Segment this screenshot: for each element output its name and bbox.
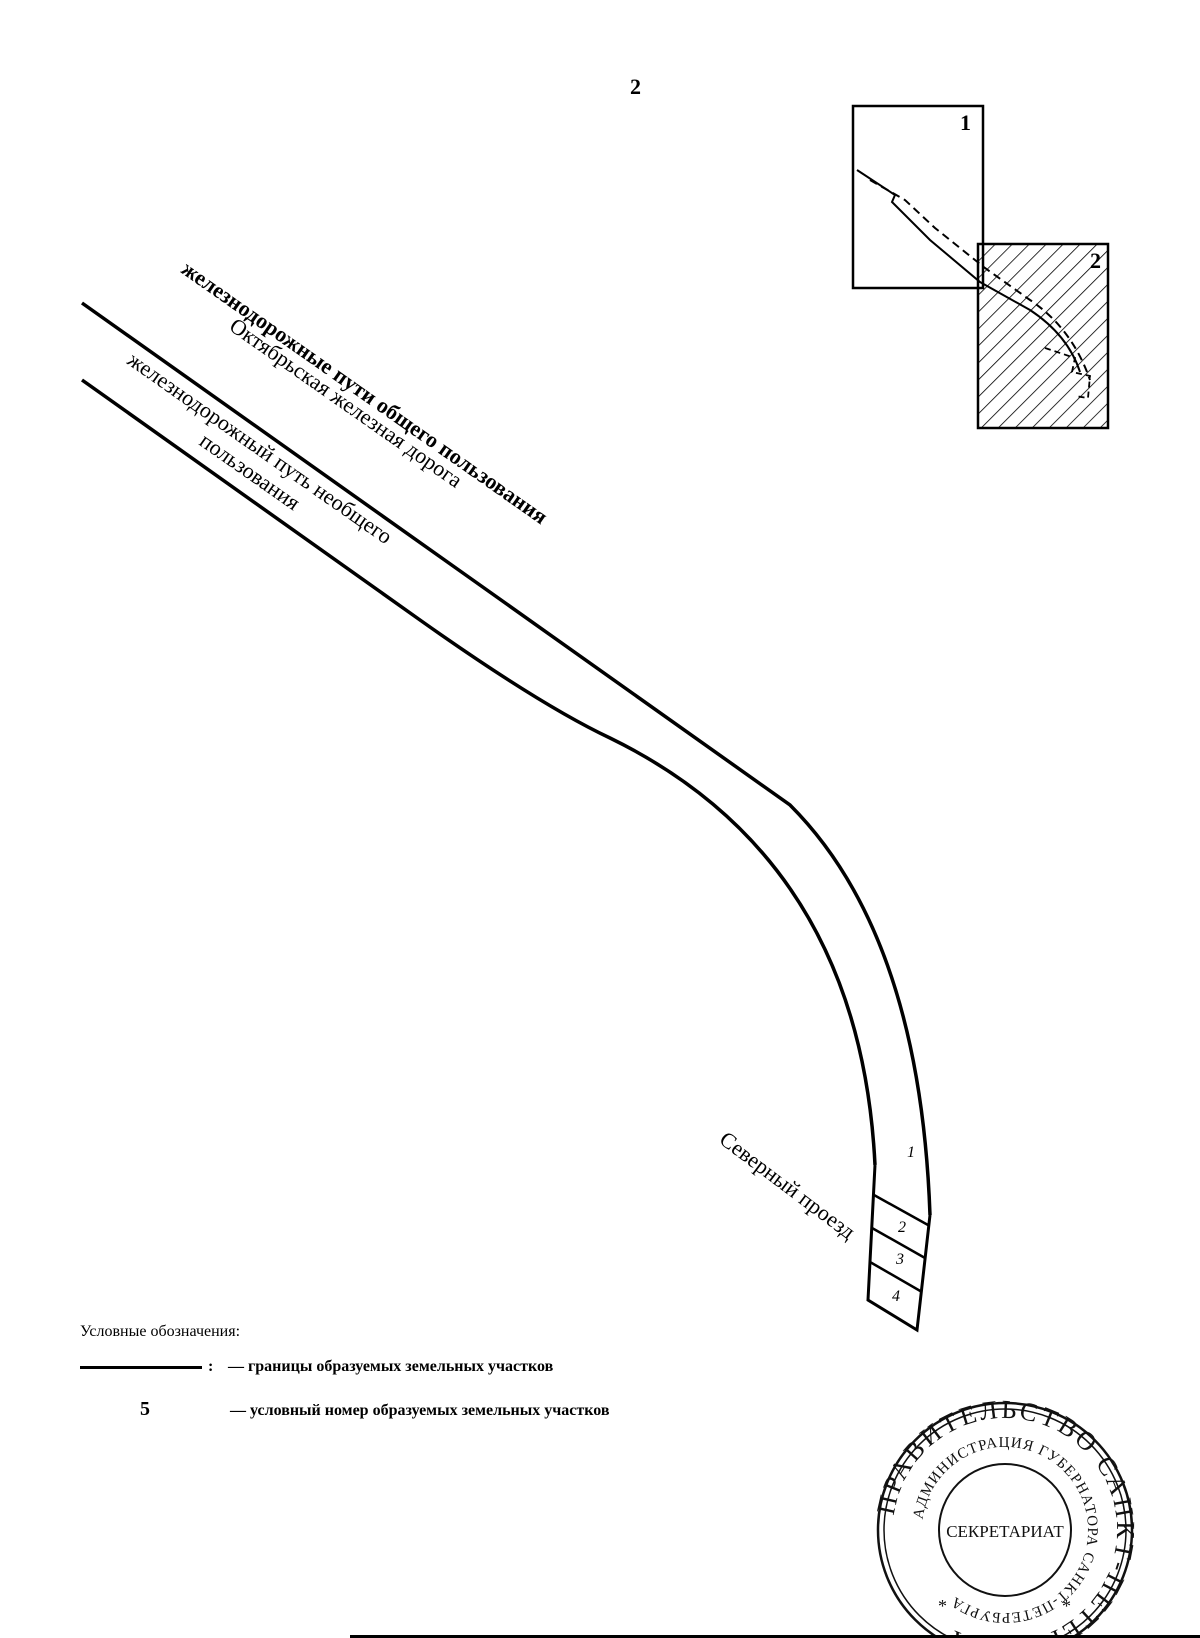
stamp-center-text: СЕКРЕТАРИАТ	[946, 1522, 1064, 1541]
inset-parcels-outline	[1044, 347, 1091, 400]
inset-track-dashed	[869, 179, 1091, 381]
inset-sheet-1-label: 1	[960, 110, 971, 135]
page-number: 2	[630, 74, 641, 99]
label-street: Северный проезд	[715, 1126, 860, 1244]
parcel-number-3: 3	[895, 1251, 904, 1268]
stamp-star-right: *	[1062, 1596, 1071, 1616]
inset-sheet-2-label: 2	[1090, 248, 1101, 273]
parcel-number-1: 1	[907, 1144, 915, 1161]
legend-line-symbol	[80, 1365, 202, 1369]
legend-number-symbol: 5	[140, 1398, 150, 1420]
official-stamp: ПРАВИТЕЛЬСТВО САНКТ-ПЕТЕРБУРГА АДМИНИСТР…	[871, 1395, 1137, 1638]
parcels-group: 1 2 3 4	[866, 1144, 932, 1333]
boundary-private-railway	[80, 378, 877, 1166]
legend-item-number: 5 — условный номер образуемых земельных у…	[80, 1398, 609, 1421]
inset-sheet-2-frame	[976, 242, 1110, 430]
legend-item-boundary: : — границы образуемых земельных участков	[80, 1358, 553, 1376]
inset-overview: 1 2	[851, 104, 1110, 430]
legend-colon: :	[208, 1358, 214, 1375]
legend-title: Условные обозначения:	[80, 1323, 241, 1340]
inset-sheet-1-frame	[851, 104, 985, 290]
parcels-outline	[866, 1164, 932, 1333]
parcel-number-2: 2	[898, 1219, 906, 1236]
stamp-star-left: *	[938, 1596, 947, 1616]
parcel-divider-3-4	[869, 1260, 923, 1294]
legend-number-text: — условный номер образуемых земельных уч…	[230, 1402, 610, 1419]
boundary-public-railway	[80, 301, 932, 1216]
legend-boundary-text: — границы образуемых земельных участков	[228, 1358, 554, 1375]
parcel-number-4: 4	[892, 1288, 900, 1305]
parcel-divider-2-3	[871, 1226, 926, 1260]
parcel-divider-1-2	[873, 1193, 929, 1227]
